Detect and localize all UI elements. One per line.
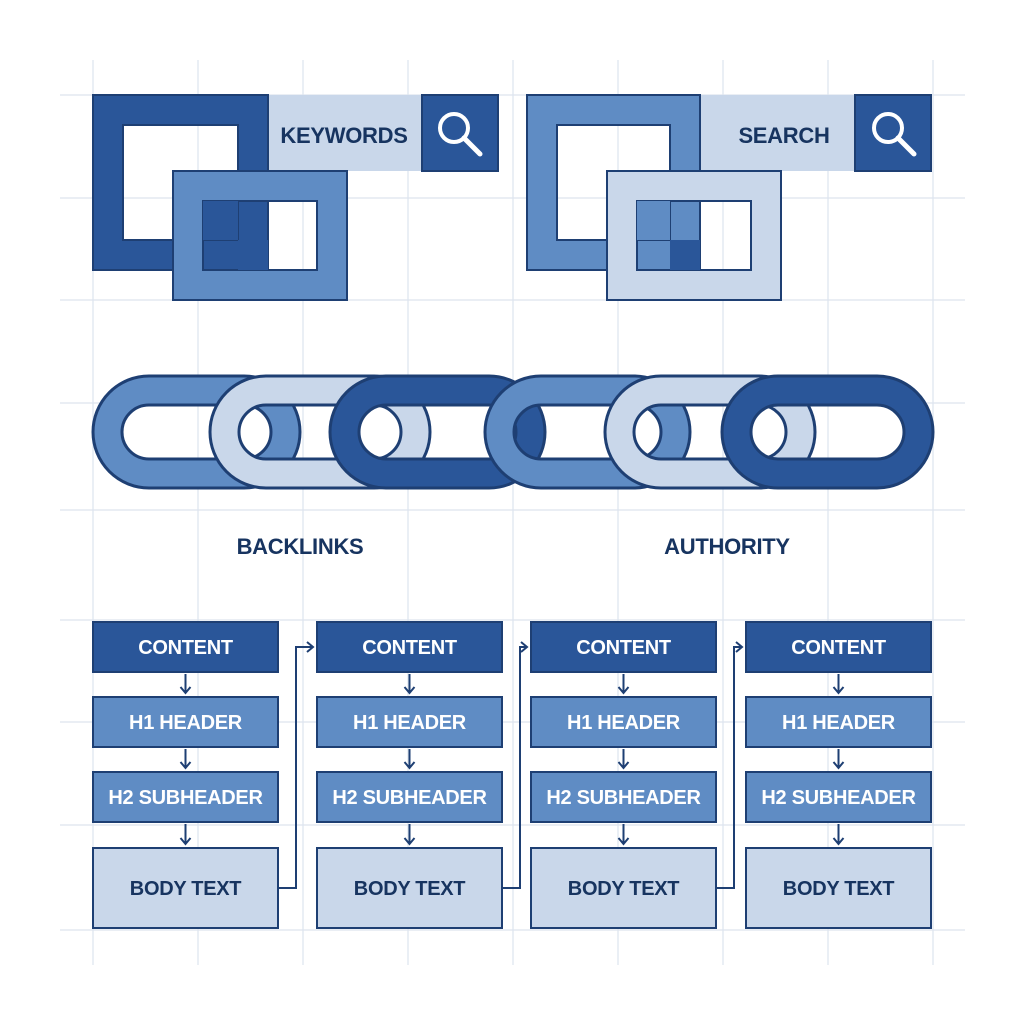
h1-header-box xyxy=(316,696,503,748)
down-arrow-head xyxy=(617,686,630,695)
keywords-panel: KEYWORDS xyxy=(92,94,499,301)
flow-arrow-head xyxy=(520,641,529,653)
backlink-chain xyxy=(91,374,935,490)
h1-header-box-label: H1 HEADER xyxy=(567,712,681,734)
content-box xyxy=(316,621,503,673)
content-box-label: CONTENT xyxy=(791,637,886,659)
body-text-box xyxy=(530,847,717,929)
h2-subheader-box xyxy=(745,771,932,823)
body-text-box-label: BODY TEXT xyxy=(354,878,465,900)
content-box xyxy=(745,621,932,673)
down-arrow-head xyxy=(832,837,845,846)
backlinks-label: BACKLINKS xyxy=(237,534,364,559)
interlocking-squares-dark xyxy=(92,94,348,301)
keywords-label-bar xyxy=(268,95,428,171)
down-arrow-head xyxy=(179,837,192,846)
down-arrow-head xyxy=(832,761,845,770)
search-panel: SEARCH xyxy=(526,94,932,301)
h2-subheader-box-label: H2 SUBHEADER xyxy=(761,787,916,809)
content-box xyxy=(92,621,279,673)
content-column: CONTENT H1 HEADER H2 SUBHEADER BODY TEXT xyxy=(316,621,503,929)
down-arrow-head xyxy=(617,837,630,846)
authority-label: AUTHORITY xyxy=(664,534,790,559)
h1-header-box-label: H1 HEADER xyxy=(353,712,467,734)
down-arrow-head xyxy=(617,761,630,770)
chain-link xyxy=(720,374,935,490)
search-button[interactable] xyxy=(854,94,932,172)
content-box-label: CONTENT xyxy=(576,637,671,659)
keywords-search-button[interactable] xyxy=(421,94,499,172)
flow-connector xyxy=(278,646,313,889)
content-box xyxy=(530,621,717,673)
down-arrow-head xyxy=(403,761,416,770)
interlocking-squares-light xyxy=(526,94,782,301)
down-arrow-head xyxy=(179,686,192,695)
h1-header-box xyxy=(530,696,717,748)
body-text-box-label: BODY TEXT xyxy=(130,878,241,900)
content-box-label: CONTENT xyxy=(362,637,457,659)
h1-header-box-label: H1 HEADER xyxy=(782,712,896,734)
body-text-box-label: BODY TEXT xyxy=(783,878,894,900)
h2-subheader-box xyxy=(530,771,717,823)
h2-subheader-box-label: H2 SUBHEADER xyxy=(546,787,701,809)
flow-arrow-head xyxy=(306,641,315,653)
body-text-box xyxy=(316,847,503,929)
h2-subheader-box-label: H2 SUBHEADER xyxy=(332,787,487,809)
h2-subheader-box xyxy=(316,771,503,823)
search-icon xyxy=(872,112,917,157)
search-label: SEARCH xyxy=(738,123,829,148)
h2-subheader-box-label: H2 SUBHEADER xyxy=(108,787,263,809)
body-text-box xyxy=(92,847,279,929)
search-label-bar xyxy=(700,95,860,171)
down-arrow-head xyxy=(403,837,416,846)
down-arrow-head xyxy=(403,686,416,695)
h1-header-box xyxy=(92,696,279,748)
down-arrow-head xyxy=(179,761,192,770)
content-box-label: CONTENT xyxy=(138,637,233,659)
flow-arrow-head xyxy=(735,641,744,653)
flow-connector xyxy=(716,646,742,889)
down-arrow-head xyxy=(832,686,845,695)
content-column: CONTENT H1 HEADER H2 SUBHEADER BODY TEXT xyxy=(530,621,717,929)
keywords-label: KEYWORDS xyxy=(280,123,407,148)
body-text-box-label: BODY TEXT xyxy=(568,878,679,900)
h2-subheader-box xyxy=(92,771,279,823)
h1-header-box xyxy=(745,696,932,748)
content-column: CONTENT H1 HEADER H2 SUBHEADER BODY TEXT xyxy=(92,621,279,929)
search-icon xyxy=(438,112,483,157)
flow-connector xyxy=(502,646,527,889)
content-column: CONTENT H1 HEADER H2 SUBHEADER BODY TEXT xyxy=(745,621,932,929)
body-text-box xyxy=(745,847,932,929)
h1-header-box-label: H1 HEADER xyxy=(129,712,243,734)
